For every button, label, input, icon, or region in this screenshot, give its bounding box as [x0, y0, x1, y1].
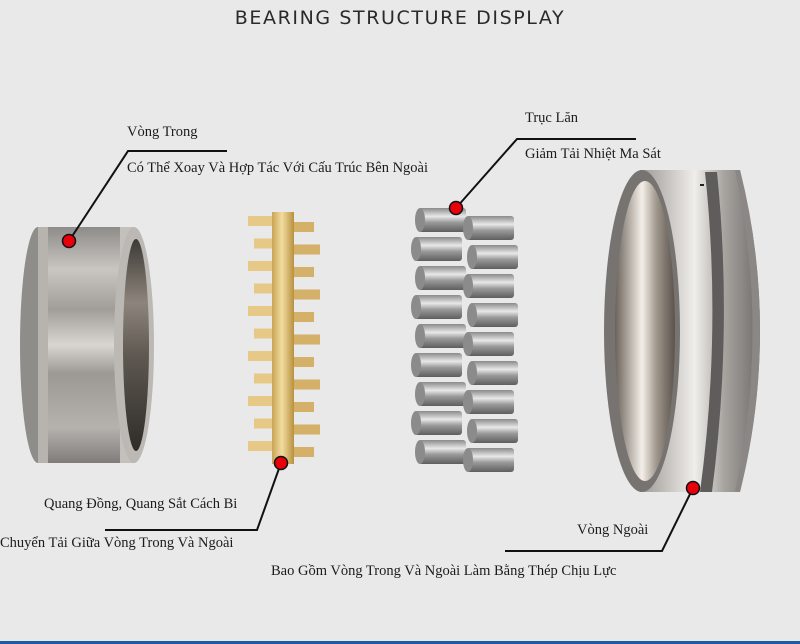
cage-tab [254, 238, 272, 249]
rollers-name: Trục Lăn [525, 110, 579, 126]
inner-ring-description: Có Thể Xoay Và Hợp Tác Với Cấu Trúc Bên … [127, 160, 429, 176]
roller [467, 245, 518, 269]
cage-tab [248, 396, 272, 406]
roller [463, 390, 514, 414]
roller [415, 266, 466, 290]
marker-dot-rollers [448, 200, 464, 216]
marker-dot-outer-ring [685, 480, 701, 496]
outer-ring [604, 170, 760, 492]
roller [415, 382, 466, 406]
roller [463, 448, 514, 472]
cage-tab [294, 244, 320, 255]
roller [463, 274, 514, 298]
outer-ring-name: Vòng Ngoài [577, 522, 649, 538]
marker-dot-inner-ring [61, 233, 77, 249]
rollers [411, 208, 518, 472]
roller [467, 303, 518, 327]
bottom-accent-bar [0, 641, 800, 644]
cage-tab [254, 328, 272, 339]
roller [415, 324, 466, 348]
cage-tab [248, 261, 272, 271]
cage-tab [254, 283, 272, 294]
cage-tab [294, 289, 320, 300]
cage-tab [254, 373, 272, 384]
roller [463, 332, 514, 356]
roller [415, 440, 466, 464]
leader-line-cage [105, 462, 282, 531]
cage-tab [294, 447, 314, 457]
leader-line-rollers [455, 138, 636, 209]
cage-tab [294, 424, 320, 435]
roller [463, 216, 514, 240]
cage [248, 212, 320, 464]
cage-tab [294, 402, 314, 412]
cage-spine [272, 212, 294, 464]
rollers-description: Giảm Tải Nhiệt Ma Sát [525, 146, 661, 162]
roller [467, 361, 518, 385]
page-title: BEARING STRUCTURE DISPLAY [234, 7, 566, 29]
cage-tab [294, 379, 320, 390]
roller [467, 419, 518, 443]
cage-tab [248, 441, 272, 451]
inner-ring [20, 227, 154, 463]
marker-dot-cage [273, 455, 289, 471]
cage-tab [294, 267, 314, 277]
cage-tab [248, 306, 272, 316]
leader-line-inner-ring [68, 150, 227, 242]
roller [411, 237, 462, 261]
cage-tab [294, 357, 314, 367]
cage-name: Quang Đồng, Quang Sắt Cách Bi [44, 496, 238, 512]
cage-tab [248, 351, 272, 361]
cage-tab [254, 418, 272, 429]
inner-ring-name: Vòng Trong [127, 124, 198, 140]
cage-tab [294, 312, 314, 322]
cage-tab [248, 216, 272, 226]
roller [411, 295, 462, 319]
outer-ring-description: Bao Gồm Vòng Trong Và Ngoài Làm Bằng Thé… [271, 563, 617, 579]
leader-line-outer-ring [505, 487, 694, 552]
cage-description: Chuyển Tải Giữa Vòng Trong Và Ngoài [0, 535, 234, 551]
roller [411, 411, 462, 435]
cage-tab [294, 222, 314, 232]
roller [411, 353, 462, 377]
cage-tab [294, 334, 320, 345]
